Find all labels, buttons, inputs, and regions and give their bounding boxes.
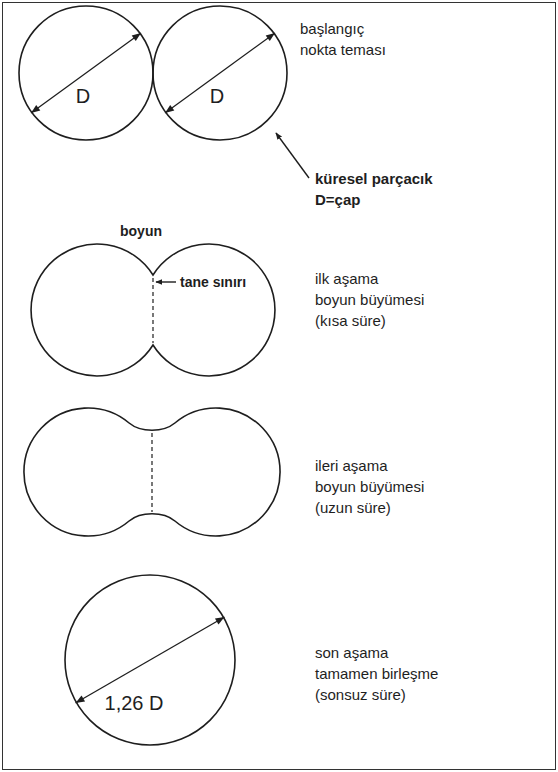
part-label: küresel parçacık D=çap (315, 168, 433, 210)
arrow-head (132, 33, 141, 41)
stage-caption: son aşama tamamen birleşme (sonsuz süre) (315, 642, 438, 705)
arrow-head (266, 33, 275, 41)
particle-circle: D (18, 5, 154, 141)
dimension-label: D (208, 85, 226, 108)
diameter-line (31, 33, 141, 113)
dimension-label: D (74, 85, 92, 108)
circle-outline (152, 5, 288, 141)
particle-circle: 1,26 D (64, 574, 236, 746)
stage-caption: ilk aşama boyun büyümesi (kısa süre) (315, 268, 424, 331)
diameter-line (76, 617, 225, 703)
arrow-head (215, 617, 225, 625)
pointer-arrow (276, 133, 309, 178)
arrow-head (165, 105, 174, 113)
diameter-line (165, 33, 275, 113)
dimension-label: 1,26 D (103, 692, 166, 715)
arrow-head (76, 695, 86, 703)
stage-caption: başlangıç nokta teması (300, 18, 386, 60)
particle-outline (153, 6, 287, 140)
diameter-arrow (31, 33, 141, 113)
arrow-head (31, 105, 40, 113)
circle-outline (18, 5, 154, 141)
diameter-arrow (165, 33, 275, 113)
part-label: tane sınırı (180, 273, 246, 291)
grain-boundary (152, 278, 153, 343)
neck-initial-shape (31, 244, 275, 376)
particle-outline (65, 575, 235, 745)
pointer-arrow (156, 281, 176, 282)
part-label: boyun (120, 222, 162, 240)
stage-caption: ileri aşama boyun büyümesi (uzun süre) (315, 455, 424, 518)
diameter-arrow (76, 617, 225, 703)
neck-advanced-shape (24, 408, 280, 536)
particle-circle: D (152, 5, 288, 141)
particle-outline (19, 6, 153, 140)
grain-boundary (151, 433, 152, 512)
circle-outline (64, 574, 236, 746)
frame (3, 3, 556, 770)
